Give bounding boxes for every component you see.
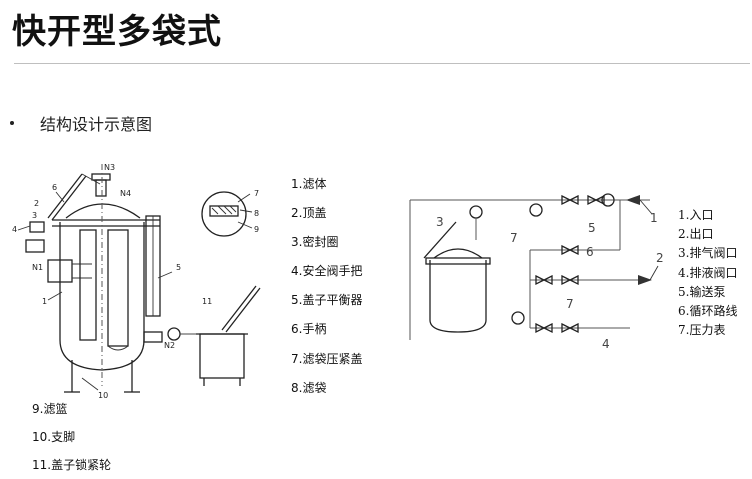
inlet-pipe: [47, 259, 73, 283]
callout-6: 6: [52, 183, 57, 192]
side-link: [17, 225, 31, 231]
basket-bottom: [107, 345, 129, 351]
outlet-pipe: [143, 331, 163, 343]
side-bracket: [29, 221, 45, 233]
nozzle-n1: N1: [32, 263, 43, 272]
basket-right: [107, 229, 129, 347]
valve-top-1: [561, 194, 579, 206]
legend-item-9: 9.滤篮: [32, 402, 68, 416]
cover-nozzle-cap: [91, 173, 111, 181]
handle-link: [81, 173, 101, 185]
legend-item-7: 7.滤袋压紧盖: [291, 351, 363, 366]
valve-drain-2: [561, 322, 579, 334]
legend-item-11: 11.盖子锁紧轮: [32, 458, 112, 472]
flow-legend: 1.入口 2.出口 3.排气阀口 4.排液阀口 5.输送泵 6.循环路线 7.压…: [678, 206, 737, 340]
small-lid-arm-2: [225, 287, 261, 333]
parts-legend-more: 9.滤篮 10.支脚 11.盖子锁紧轮: [32, 395, 111, 479]
parts-legend: 1.滤体 2.顶盖 3.密封圈 4.安全阀手把 5.盖子平衡器 6.手柄 7.滤…: [291, 170, 362, 403]
nozzle-n4: N4: [120, 189, 131, 198]
flow-legend-item-3: 3.排气阀口: [678, 246, 738, 261]
flow-callout-5: 5: [588, 221, 596, 235]
gauge-top-2: [529, 203, 543, 217]
flow-diagram: 1 2 3 4 5 6 7 7: [409, 193, 664, 351]
detail-leader-8: [239, 209, 253, 213]
outlet-arrow: [638, 275, 652, 285]
detail-leader-9: [237, 221, 253, 229]
nozzle-n3: N3: [104, 163, 115, 172]
valve-bottom-1: [535, 274, 553, 286]
open-lid-drawing: 11: [167, 285, 261, 386]
flow-callout-2: 2: [656, 251, 664, 265]
vessel-body: [59, 222, 145, 371]
flow-callout-6: 6: [586, 245, 594, 259]
callout-1: 1: [42, 297, 47, 306]
callout-11: 11: [202, 297, 212, 306]
detail-circle: [201, 191, 247, 237]
callout-3: 3: [32, 211, 37, 220]
basket-left: [79, 229, 97, 341]
flow-callout-7a: 7: [510, 231, 518, 245]
flow-callout-4: 4: [602, 337, 610, 351]
gauge-top-1: [469, 205, 483, 219]
small-vessel: [199, 333, 245, 379]
detail-callout-9: 9: [254, 225, 259, 234]
page-title: 快开型多袋式: [12, 12, 222, 52]
leader-6: [55, 191, 65, 203]
section-subtitle: 结构设计示意图: [40, 115, 153, 134]
main-filter-drawing: 1 2 3 4 5 6 10 N1 N2 N3 N4: [12, 163, 181, 400]
callout-5: 5: [176, 263, 181, 272]
legend-item-3: 3.密封圈: [291, 235, 339, 250]
flow-legend-item-6: 6.循环路线: [678, 303, 738, 318]
handle-arm-2: [51, 175, 87, 221]
valve-mid: [561, 244, 579, 256]
detail-leader-7: [237, 193, 251, 203]
flow-leader-1: [639, 199, 653, 215]
flow-legend-item-5: 5.输送泵: [678, 284, 726, 299]
flow-legend-item-4: 4.排液阀口: [678, 265, 738, 280]
leader-1: [47, 291, 63, 301]
legend-item-10: 10.支脚: [32, 430, 76, 444]
detail-hatch: [211, 205, 237, 215]
valve-bottom-2: [561, 274, 579, 286]
legend-item-1: 1.滤体: [291, 177, 327, 191]
flow-callout-1: 1: [650, 211, 658, 225]
flow-legend-item-1: 1.入口: [678, 208, 714, 222]
flow-legend-item-2: 2.出口: [678, 227, 714, 242]
legend-item-8: 8.滤袋: [291, 380, 327, 395]
flow-vessel-flange: [425, 257, 491, 265]
flow-callout-3: 3: [436, 215, 444, 229]
bullet-dot: [10, 121, 14, 125]
nozzle-n2: N2: [164, 341, 175, 350]
title-divider: [14, 63, 750, 64]
gauge-bottom: [511, 311, 525, 325]
legend-item-2: 2.顶盖: [291, 206, 327, 221]
flow-leader-2: [649, 265, 659, 281]
callout-4: 4: [12, 225, 17, 234]
handle-arm: [47, 173, 83, 219]
inlet-arrow: [626, 195, 640, 205]
lock-wheel: [167, 327, 181, 341]
pump: [601, 193, 615, 207]
legend-item-5: 5.盖子平衡器: [291, 293, 363, 308]
leader-10: [81, 377, 99, 391]
small-lid-arm: [221, 285, 257, 331]
callout-10: 10: [98, 391, 108, 400]
seal-detail-drawing: 7 8 9: [201, 189, 259, 237]
valve-top-2: [587, 194, 605, 206]
flow-vessel-cover: [433, 248, 483, 259]
legend-item-4: 4.安全阀手把: [291, 264, 363, 279]
detail-callout-8: 8: [254, 209, 259, 218]
top-cover: [65, 203, 141, 219]
flow-callout-7b: 7: [566, 297, 574, 311]
flow-vessel: [429, 260, 487, 333]
detail-callout-7: 7: [254, 189, 259, 198]
detail-flange: [209, 205, 239, 217]
leader-5: [157, 271, 173, 279]
callout-2: 2: [34, 199, 39, 208]
valve-drain: [535, 322, 553, 334]
legend-item-6: 6.手柄: [291, 322, 327, 337]
side-bracket-2: [25, 239, 45, 253]
flow-vessel-arm: [423, 221, 457, 259]
flow-legend-item-7: 7.压力表: [678, 323, 726, 338]
